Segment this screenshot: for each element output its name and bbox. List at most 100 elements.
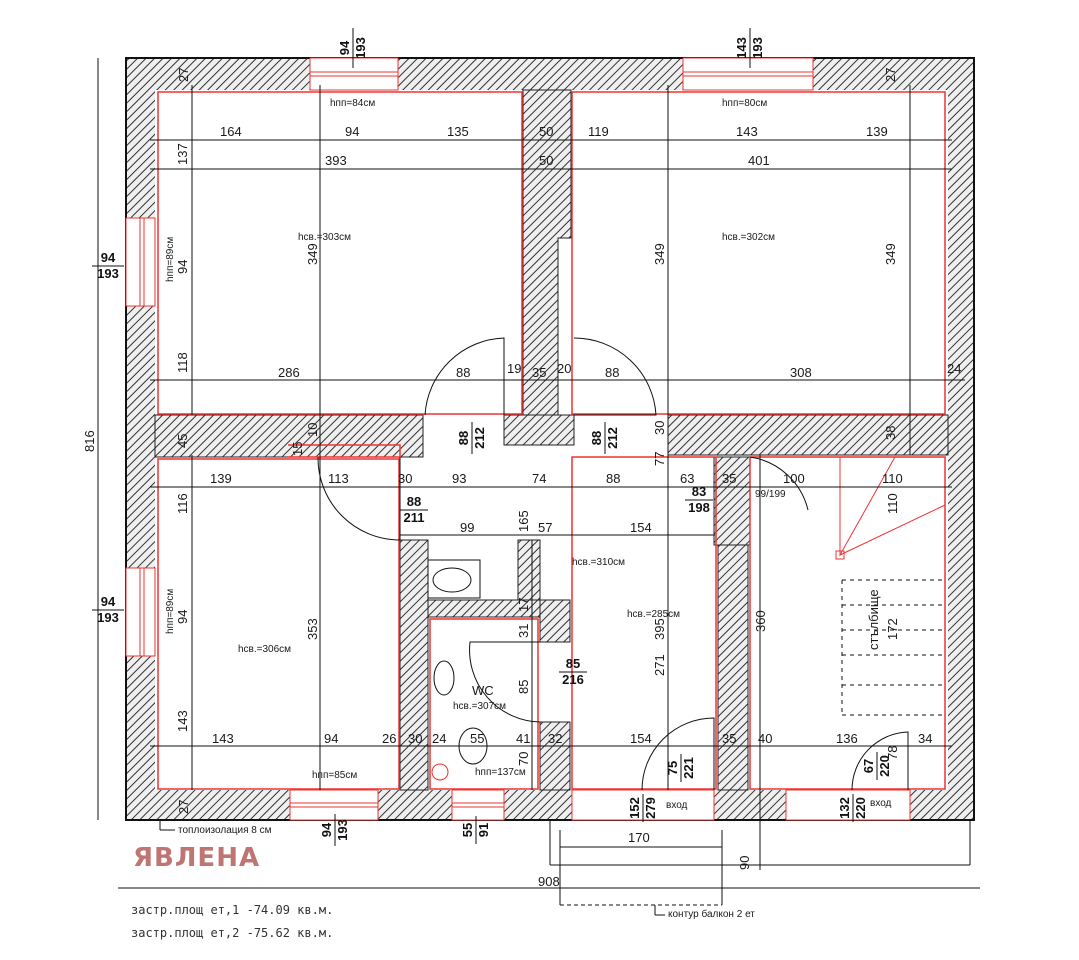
dim-v172: 172 xyxy=(885,618,900,640)
dim-balcony-depth: 90 xyxy=(737,856,752,870)
height-hall-2: hсв.=285см xyxy=(627,609,680,620)
sill-top-right: hпп=80см xyxy=(722,98,767,109)
drain-icon xyxy=(431,763,449,781)
sink-icon xyxy=(432,567,472,593)
dim-v17: 17 xyxy=(516,598,531,612)
interior-walls xyxy=(154,89,949,791)
dim-v360: 360 xyxy=(753,610,768,632)
dim-t27a: 27 xyxy=(176,68,191,82)
sill-top-left: hпп=84см xyxy=(330,98,375,109)
dim-v165: 165 xyxy=(516,510,531,532)
dim-r3-4: 20 xyxy=(557,361,571,376)
dim-r3-3: 35 xyxy=(532,365,546,380)
dim-t27c: 27 xyxy=(176,800,191,814)
dim-r6-6: 41 xyxy=(516,731,530,746)
dim-vl-4: 94 xyxy=(175,610,190,624)
door-7-w: 67 xyxy=(861,759,876,773)
dimension-labels: 164 94 135 50 119 143 139 393 50 401 286… xyxy=(82,68,961,889)
dim-r3-1: 88 xyxy=(456,365,470,380)
dim-v353: 353 xyxy=(305,618,320,640)
dim-v70: 70 xyxy=(516,752,531,766)
win-left-2-w: 94 xyxy=(101,594,116,609)
door-3-w: 88 xyxy=(407,494,421,509)
dim-r4-5: 88 xyxy=(606,471,620,486)
door-4-w: 83 xyxy=(692,484,706,499)
dim-v10: 10 xyxy=(305,423,320,437)
door-7-h: 220 xyxy=(877,755,892,777)
door-8-w: 152 xyxy=(627,797,642,819)
dim-v349c: 349 xyxy=(883,243,898,265)
dim-vl-5: 143 xyxy=(175,710,190,732)
dim-r6-1: 94 xyxy=(324,731,338,746)
dim-r2-2: 401 xyxy=(748,153,770,168)
win-top-right-h: 193 xyxy=(750,37,765,59)
stair-label: стълбище xyxy=(866,589,881,650)
win-bottom-wc-w: 55 xyxy=(460,823,475,837)
dim-v31: 31 xyxy=(516,624,531,638)
entrance-label-2: вход xyxy=(870,798,892,809)
dim-r1-0: 164 xyxy=(220,124,242,139)
room-outlines xyxy=(157,91,946,790)
dim-overall-width: 908 xyxy=(538,874,560,889)
dim-r4-9: 110 xyxy=(882,471,903,486)
stair-arrow xyxy=(835,456,946,560)
dim-v15: 15 xyxy=(290,442,305,456)
dim-r6-8: 154 xyxy=(630,731,652,746)
stat-line-2: застр.площ ет,2 -75.62 кв.м. xyxy=(131,926,334,940)
dim-r6-0: 143 xyxy=(212,731,234,746)
door-4-h: 198 xyxy=(688,500,710,515)
height-wc: hсв.=307см xyxy=(453,701,506,712)
door-10-size: 99/199 xyxy=(755,489,786,500)
dim-r5-2: 154 xyxy=(630,520,652,535)
door-8-h: 279 xyxy=(643,797,658,819)
dim-r3-7: 24 xyxy=(947,361,961,376)
dim-r4-8: 100 xyxy=(783,471,805,486)
height-room-tl: hсв.=303см xyxy=(298,232,351,243)
stat-line-1: застр.площ ет,1 -74.09 кв.м. xyxy=(131,903,334,917)
dim-r1-4: 119 xyxy=(588,124,609,139)
door-3-h: 211 xyxy=(404,510,425,525)
win-top-left-w: 94 xyxy=(337,40,352,55)
dim-r2-0: 393 xyxy=(325,153,347,168)
dim-r4-3: 93 xyxy=(452,471,466,486)
dim-balcony-width: 170 xyxy=(628,830,650,845)
door-2-w: 88 xyxy=(589,431,604,445)
win-bottom-wc-h: 91 xyxy=(476,823,491,837)
door-2-h: 212 xyxy=(605,427,620,449)
dim-r6-10: 40 xyxy=(758,731,772,746)
win-top-left-h: 193 xyxy=(353,37,368,59)
dim-r3-0: 286 xyxy=(278,365,300,380)
win-bottom-left-h: 193 xyxy=(335,819,350,841)
balcony-note: контур балкон 2 ет xyxy=(668,908,755,920)
dim-r6-12: 34 xyxy=(918,731,932,746)
dim-r3-2: 19 xyxy=(507,361,521,376)
dim-vl-0: 137 xyxy=(175,143,190,165)
windows xyxy=(125,57,911,821)
dim-r5-1: 57 xyxy=(538,520,552,535)
sill-left-2: hпп=89см xyxy=(165,589,176,634)
win-bottom-left-w: 94 xyxy=(319,822,334,837)
stair xyxy=(841,579,945,716)
win-left-2-h: 193 xyxy=(97,610,119,625)
dim-r4-2: 30 xyxy=(398,471,412,486)
dim-r3-6: 308 xyxy=(790,365,812,380)
door-5-h: 216 xyxy=(562,672,584,687)
dim-v271: 271 xyxy=(652,654,667,676)
dim-r4-1: 113 xyxy=(328,471,349,486)
height-room-bl: hсв.=306см xyxy=(238,644,291,655)
dim-v45: 45 xyxy=(175,434,190,448)
dimension-lines xyxy=(97,58,980,916)
dim-vl-1: 94 xyxy=(175,260,190,274)
win-top-right-w: 143 xyxy=(734,37,749,59)
door-6-h: 221 xyxy=(681,757,696,779)
dim-r2-1: 50 xyxy=(539,153,553,168)
height-room-tr: hсв.=302см xyxy=(722,232,775,243)
sill-left-1: hпп=89см xyxy=(165,237,176,282)
entrance-label-1: вход xyxy=(666,800,688,811)
door-1-w: 88 xyxy=(456,431,471,445)
dim-v77: 77 xyxy=(652,452,667,466)
dim-overall-height: 816 xyxy=(82,430,97,452)
dim-r6-9: 35 xyxy=(722,731,736,746)
dim-r3-5: 88 xyxy=(605,365,619,380)
